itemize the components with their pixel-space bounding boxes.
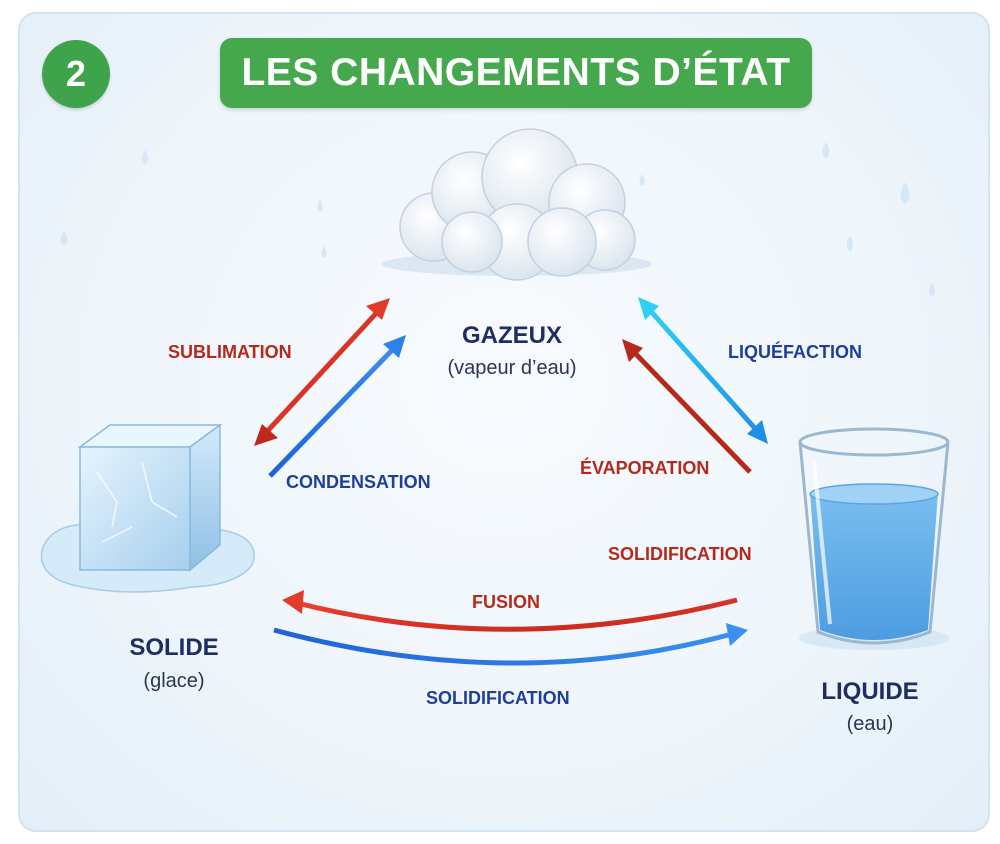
solidification-lower-arrow xyxy=(273,623,748,666)
solid-state-subtitle: (glace) xyxy=(143,670,205,692)
diagram-card: 2 LES CHANGEMENTS D’ÉTAT GAZEUX (vapeur … xyxy=(18,12,990,832)
solidification-upper-label: SOLIDIFICATION xyxy=(608,544,752,564)
cloud-icon xyxy=(382,128,652,281)
water-glass-icon xyxy=(798,427,950,650)
ice-cube-icon xyxy=(40,423,255,593)
solid-state-name: SOLIDE xyxy=(129,634,219,661)
section-number-badge: 2 xyxy=(42,40,110,108)
page-title: LES CHANGEMENTS D’ÉTAT xyxy=(220,38,812,108)
evaporation-arrow xyxy=(622,339,752,474)
liquid-state-name: LIQUIDE xyxy=(821,678,919,705)
gas-state-subtitle: (vapeur d’eau) xyxy=(447,357,577,379)
diagram-canvas xyxy=(40,128,950,666)
solidification-lower-label: SOLIDIFICATION xyxy=(426,688,570,708)
water-drop-icon xyxy=(60,142,935,297)
liquefaction-arrow xyxy=(638,297,768,444)
fusion-arrow xyxy=(282,590,738,632)
liquefaction-label: LIQUÉFACTION xyxy=(728,342,862,362)
sublimation-label: SUBLIMATION xyxy=(168,342,292,362)
liquid-state-subtitle: (eau) xyxy=(846,713,894,735)
gas-state-name: GAZEUX xyxy=(461,322,562,349)
condensation-arrow xyxy=(268,335,406,478)
evaporation-label: ÉVAPORATION xyxy=(580,458,710,478)
fusion-label: FUSION xyxy=(472,592,541,612)
sublimation-arrow xyxy=(254,298,390,446)
condensation-label: CONDENSATION xyxy=(286,472,431,492)
